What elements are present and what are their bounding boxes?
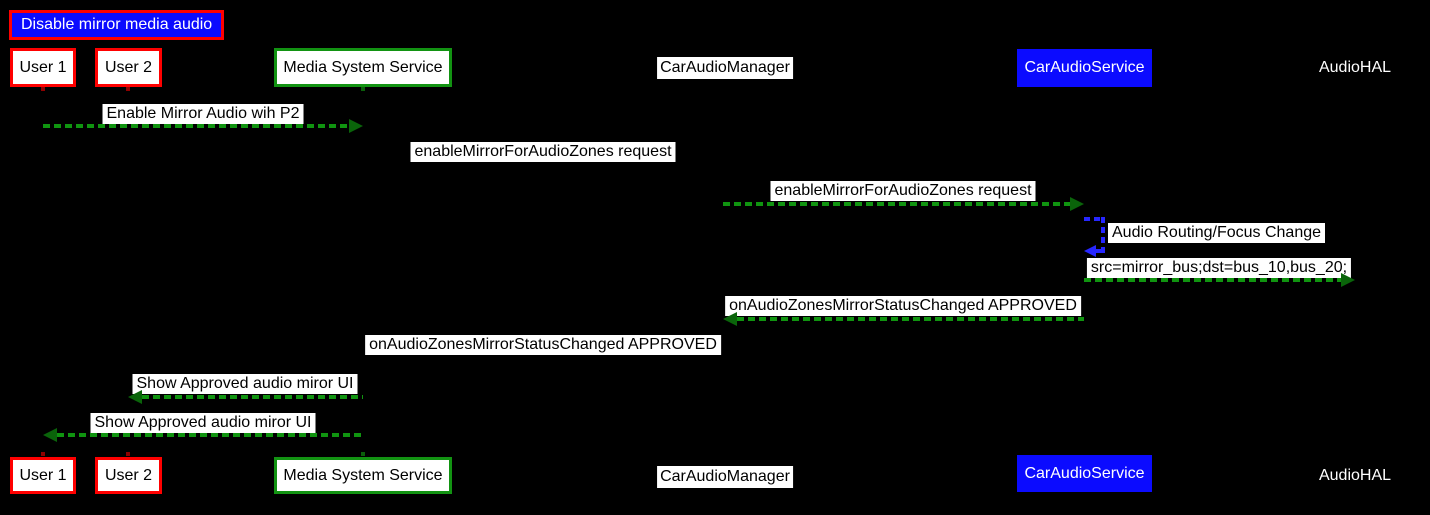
arrowhead-left-icon <box>1084 245 1096 257</box>
arrowhead-left-icon <box>43 428 57 442</box>
arrowhead-right-icon <box>349 119 363 133</box>
message-label: Enable Mirror Audio wih P2 <box>102 104 304 124</box>
lifeline-stub <box>126 452 130 456</box>
lifeline-stub <box>361 87 365 91</box>
participant-user2-bottom: User 2 <box>95 457 162 494</box>
participant-user1-bottom: User 1 <box>10 457 76 494</box>
self-loop-bottom <box>1096 249 1105 253</box>
lifeline-stub <box>41 87 45 91</box>
lifeline-stub <box>126 87 130 91</box>
arrowhead-right-icon <box>1070 197 1084 211</box>
lifeline-stub <box>361 452 365 456</box>
participant-car-audio-manager-top: CarAudioManager <box>657 57 793 79</box>
participant-media-system-service-bottom: Media System Service <box>274 457 452 494</box>
arrowhead-left-icon <box>723 312 737 326</box>
participant-user2-top: User 2 <box>95 48 162 87</box>
diagram-title: Disable mirror media audio <box>9 10 225 40</box>
message-label: enableMirrorForAudioZones request <box>770 181 1036 201</box>
self-loop-top <box>1084 217 1104 221</box>
self-loop-side <box>1101 217 1105 253</box>
message-arrow <box>723 202 1072 206</box>
message-arrow <box>737 317 1084 321</box>
arrowhead-left-icon <box>128 390 142 404</box>
message-label: onAudioZonesMirrorStatusChanged APPROVED <box>365 335 721 355</box>
message-label: Show Approved audio miror UI <box>132 374 358 394</box>
participant-car-audio-service-top: CarAudioService <box>1017 49 1152 87</box>
participant-audio-hal-top: AudioHAL <box>1318 59 1392 76</box>
participant-audio-hal-bottom: AudioHAL <box>1318 467 1392 484</box>
participant-car-audio-manager-bottom: CarAudioManager <box>657 466 793 488</box>
message-label: Audio Routing/Focus Change <box>1108 223 1326 243</box>
message-arrow <box>57 433 363 437</box>
message-arrow <box>43 124 351 128</box>
message-label: Show Approved audio miror UI <box>90 413 316 433</box>
lifeline-stub <box>41 452 45 456</box>
message-arrow <box>1084 278 1341 282</box>
message-arrow <box>142 395 363 399</box>
message-label: onAudioZonesMirrorStatusChanged APPROVED <box>725 296 1081 316</box>
participant-media-system-service-top: Media System Service <box>274 48 452 87</box>
message-label: src=mirror_bus;dst=bus_10,bus_20; <box>1086 258 1352 278</box>
participant-car-audio-service-bottom: CarAudioService <box>1017 455 1152 492</box>
message-label: enableMirrorForAudioZones request <box>410 142 676 162</box>
participant-user1-top: User 1 <box>10 48 76 87</box>
arrowhead-right-icon <box>1341 273 1355 287</box>
